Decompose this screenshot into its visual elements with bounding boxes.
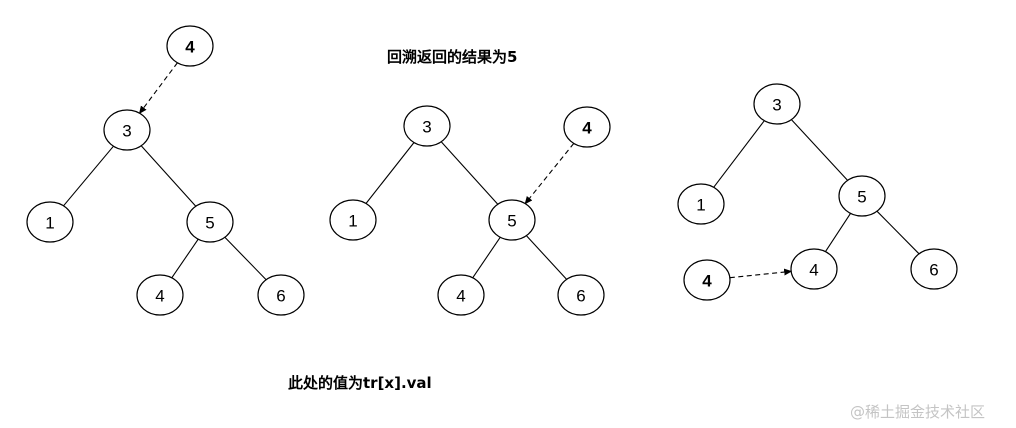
panel-2: 3 1 5 4 6 4 [329,105,611,316]
caption-backtrack-result: 回溯返回的结果为5 [387,48,518,66]
edge-right-to-right-right [224,236,267,281]
tree-node-right-left: 4 [136,274,184,316]
tree-node-right-left: 4 [790,248,838,290]
tree-node-right: 5 [186,201,234,243]
edge-root-to-right [440,141,499,205]
node-circle [838,175,886,217]
tree-node-right: 5 [488,199,536,241]
node-circle [136,274,184,316]
node-circle [910,248,958,290]
edge-root-to-right [791,119,848,181]
node-label: 3 [422,118,431,137]
tree-node-root: 3 [403,105,451,147]
tree-node-right-left: 4 [437,274,485,316]
node-circle [403,105,451,147]
node-circle [563,106,611,148]
node-label: 5 [507,212,516,231]
node-label: 6 [929,261,938,280]
edge-root-to-left [63,145,114,207]
node-label: 6 [576,287,585,306]
insert-node: 4 [683,259,731,301]
tree-node-left: 1 [26,201,74,243]
tree-node-left: 1 [329,199,377,241]
node-circle [683,259,731,301]
node-circle [329,199,377,241]
node-circle [26,201,74,243]
insert-node: 4 [563,106,611,148]
node-label: 4 [702,272,712,291]
edge-root-to-left [713,120,765,188]
insert-pointer-arrow [138,62,178,115]
node-label: 4 [582,119,592,138]
node-label: 1 [45,214,54,233]
node-label: 1 [348,212,357,231]
tree-node-root: 3 [103,109,151,151]
node-circle [103,109,151,151]
edge-right-to-right-right [876,210,920,255]
node-label: 1 [696,196,705,215]
node-label: 5 [205,214,214,233]
tree-node-right: 5 [838,175,886,217]
tree-node-right-right: 6 [557,274,605,316]
watermark: @稀土掘金技术社区 [850,403,986,421]
node-circle [557,274,605,316]
node-label: 4 [456,287,465,306]
edge-root-to-left [365,142,415,204]
edge-right-to-right-left [472,236,501,279]
tree-node-right-right: 6 [910,248,958,290]
node-label: 4 [809,261,818,280]
node-circle [166,25,214,67]
tree-node-left: 1 [677,183,725,225]
node-circle [186,201,234,243]
insert-pointer-arrow [524,143,575,205]
edge-right-to-right-left [171,238,199,279]
node-label: 4 [185,38,195,57]
panel-1: 3 1 5 4 6 4 [26,25,305,316]
insert-pointer-arrow [729,268,793,279]
node-circle [257,274,305,316]
node-label: 3 [772,96,781,115]
insert-node: 4 [166,25,214,67]
node-label: 3 [122,122,131,141]
node-circle [753,83,801,125]
node-label: 5 [857,188,866,207]
node-circle [790,248,838,290]
node-circle [488,199,536,241]
edge-right-to-right-right [525,235,568,280]
edge-root-to-right [140,145,197,207]
node-circle [677,183,725,225]
node-circle [437,274,485,316]
caption-value-here: 此处的值为tr[x].val [288,374,432,392]
node-label: 4 [155,287,164,306]
edge-right-to-right-left [824,213,852,252]
tree-node-root: 3 [753,83,801,125]
node-label: 6 [276,287,285,306]
panel-3: 3 1 5 4 6 4 [677,83,958,301]
tree-node-right-right: 6 [257,274,305,316]
